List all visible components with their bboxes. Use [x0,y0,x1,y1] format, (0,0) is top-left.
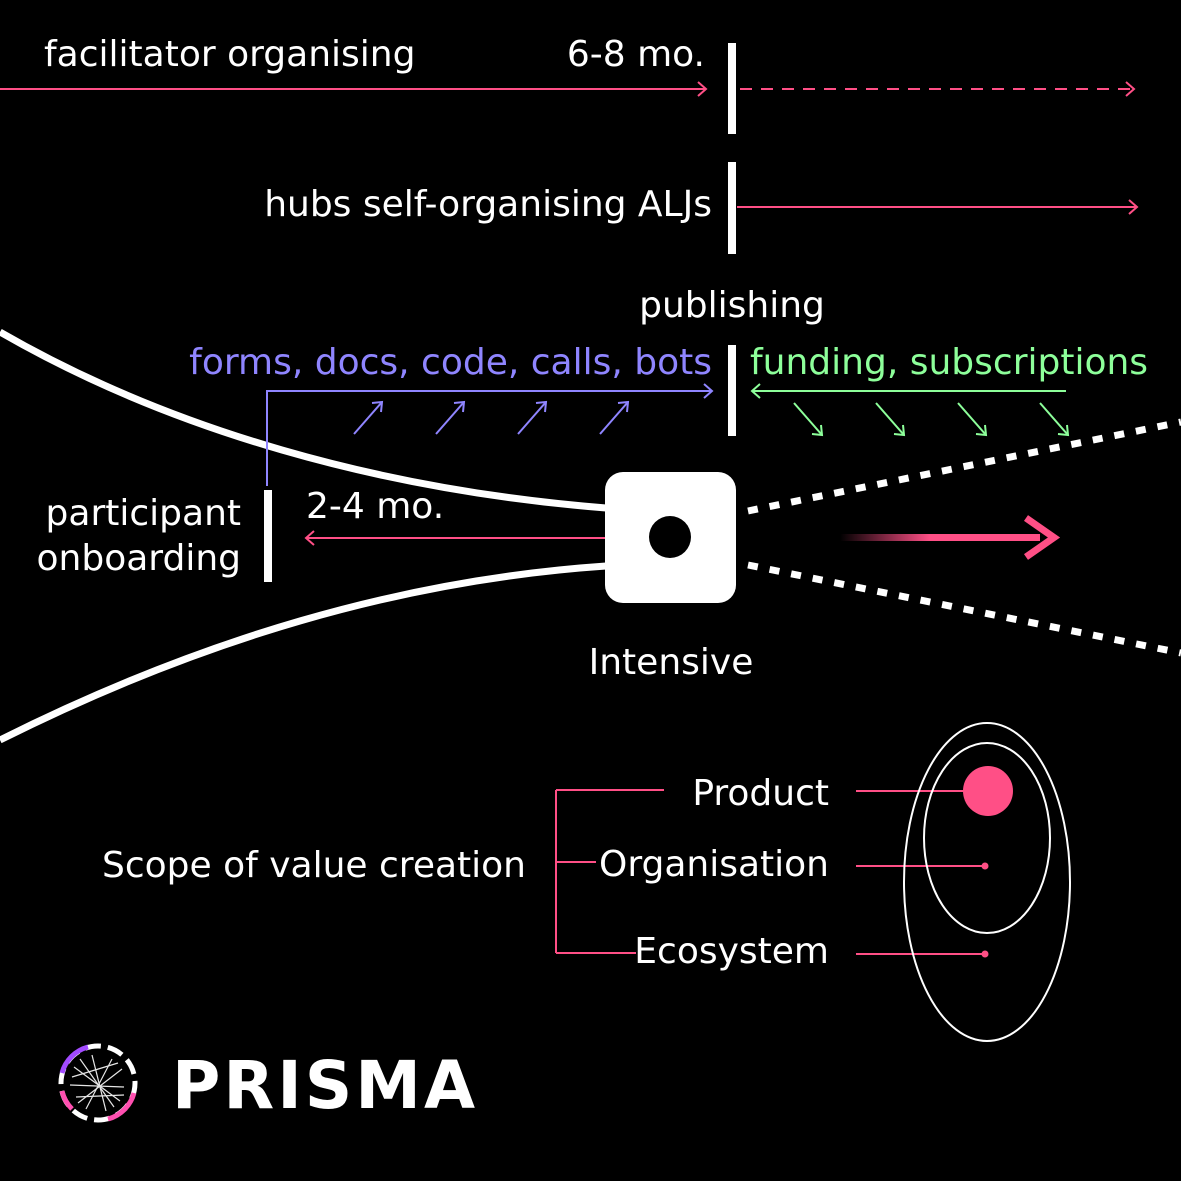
prisma-logo-text: PRISMA [172,1047,478,1124]
onboarding-label-line2: onboarding [37,538,241,579]
scope-item-ecosystem: Ecosystem [634,931,829,972]
ecosystem-point [981,950,989,958]
facilitator-label: facilitator organising [44,34,415,75]
funding-arrow [750,383,1066,399]
cone-lower-dotted [747,561,1181,657]
facilitator-arrow [0,81,708,97]
inputs-small-arrows [353,400,630,435]
milestone-bar-hubs [728,162,736,254]
intensive-node-dot [649,516,691,558]
product-circle [963,766,1013,816]
milestone-bar-publishing [728,345,736,436]
ecosystem-ellipse [903,722,1071,1042]
inputs-arrow [266,383,714,486]
facilitator-duration: 6-8 mo. [567,34,705,75]
onboarding-label-line1: participant [46,493,241,534]
inputs-label: forms, docs, code, calls, bots [189,342,712,383]
scope-leader-lines [856,790,984,955]
milestone-bar-top [728,43,736,134]
organisation-point [981,862,989,870]
funnel-lower-curve [0,562,607,744]
cone-upper-dotted [747,418,1181,515]
intensive-label: Intensive [589,642,754,683]
milestone-bar-onboarding [264,490,272,582]
onboarding-duration: 2-4 mo. [306,486,444,527]
hubs-label: hubs self-organising ALJs [264,184,712,225]
output-arrow [840,515,1061,560]
scope-title: Scope of value creation [102,845,526,886]
scope-item-product: Product [692,773,829,814]
organisation-ellipse [923,742,1051,934]
funnel-upper-curve [0,328,607,512]
funding-label: funding, subscriptions [750,342,1148,383]
hubs-arrow [737,199,1139,215]
onboarding-arrow [304,530,606,546]
funding-small-arrows [793,402,1070,437]
facilitator-continuation-arrow [740,81,1136,97]
prisma-logo-icon [58,1043,138,1123]
scope-item-organisation: Organisation [599,844,829,885]
publishing-label: publishing [639,285,825,326]
scope-bracket [555,789,664,954]
